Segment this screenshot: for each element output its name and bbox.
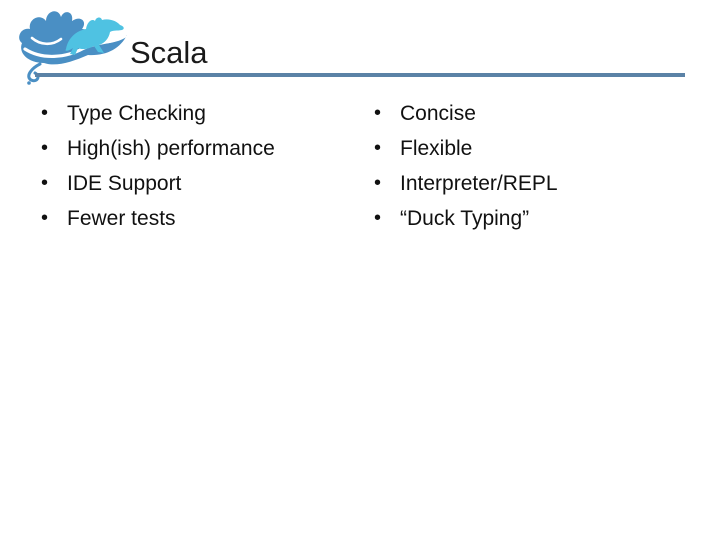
list-item: Fewer tests xyxy=(38,201,348,236)
list-item: Flexible xyxy=(371,131,681,166)
bullet-list-left: Type Checking High(ish) performance IDE … xyxy=(38,96,348,236)
list-item: Concise xyxy=(371,96,681,131)
title-divider xyxy=(35,73,685,77)
wave-dog-logo xyxy=(13,5,131,85)
list-item: Type Checking xyxy=(38,96,348,131)
page-title: Scala xyxy=(130,35,208,70)
list-item: Interpreter/REPL xyxy=(371,166,681,201)
list-item: “Duck Typing” xyxy=(371,201,681,236)
wave-dog-logo-svg xyxy=(19,11,127,85)
bullet-list-right: Concise Flexible Interpreter/REPL “Duck … xyxy=(371,96,681,236)
list-item: IDE Support xyxy=(38,166,348,201)
list-item: High(ish) performance xyxy=(38,131,348,166)
